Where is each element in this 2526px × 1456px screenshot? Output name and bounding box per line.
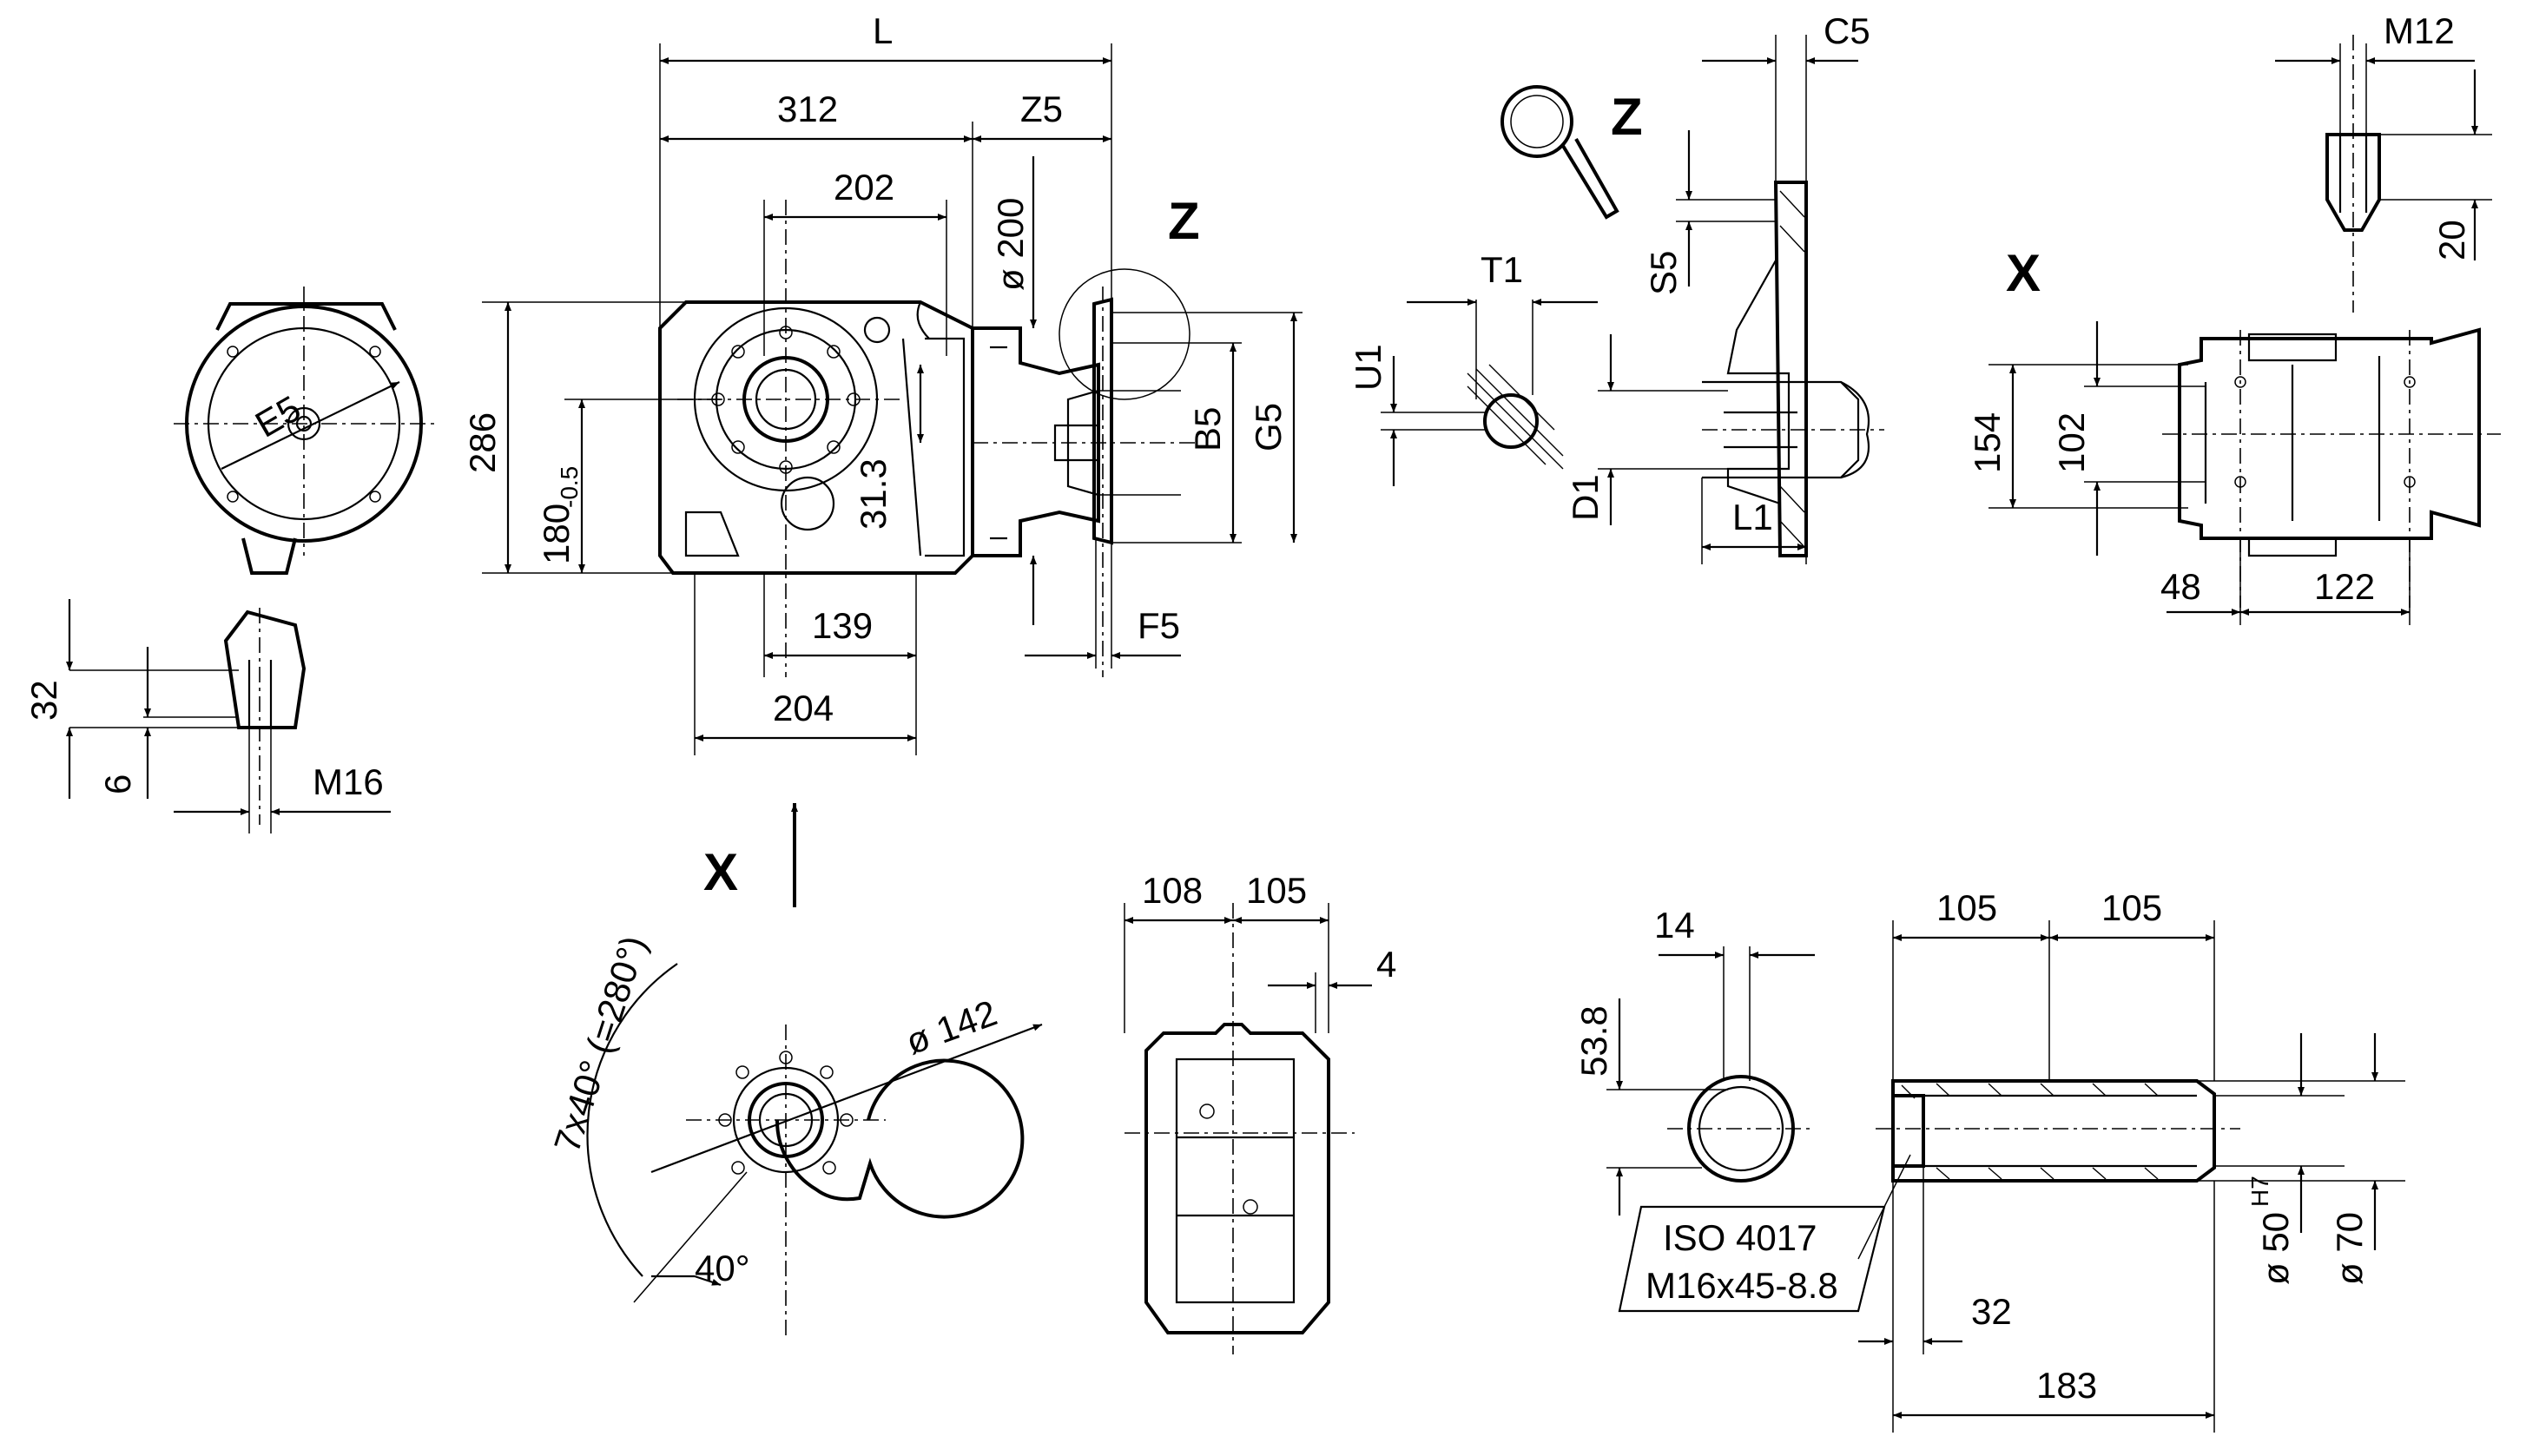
dim-angle40: 40°: [695, 1248, 750, 1288]
iso-label-box: [1618, 1205, 1886, 1313]
bolt-pattern-view: X ø 142 7x40° (=280°) 40°: [546, 803, 1043, 1337]
iso-line-1: ISO 4017: [1663, 1217, 1817, 1258]
dim-4: 4: [1376, 944, 1396, 985]
dim-204: 204: [773, 688, 834, 728]
flange-outline-pattern: [775, 1058, 1025, 1219]
dim-Z5: Z5: [1020, 89, 1063, 129]
dim-102: 102: [2051, 412, 2092, 473]
shaft-section-view: 14 53.8 105 105 ø 50 H7 ø 70 ISO 401: [1573, 887, 2405, 1433]
gearbox-housing: [658, 300, 974, 575]
dim-G5: G5: [1248, 403, 1289, 451]
dim-202: 202: [834, 167, 894, 208]
m16-label: M16: [313, 761, 384, 802]
dim-6: 6: [97, 774, 138, 794]
iso-line-2: M16x45-8.8: [1646, 1265, 1838, 1306]
dim-105-a: 105: [1936, 887, 1997, 928]
m12-thread-detail: M12 20: [2275, 10, 2492, 313]
main-front-view: L 312 Z5 202 ø 200 286 180 -0.5 31.3 B5 …: [462, 10, 1303, 755]
detail-z-circle: [1059, 268, 1190, 400]
view-label-z-main: Z: [1168, 192, 1200, 250]
dim-dia70: ø 70: [2329, 1212, 2370, 1285]
view-label-x-detail: X: [2006, 244, 2041, 302]
dim-105-b: 105: [2101, 887, 2162, 928]
x-view: X 154 102 48 122: [1967, 244, 2501, 625]
dim-dia142: ø 142: [900, 992, 1002, 1063]
dim-L1: L1: [1732, 497, 1773, 537]
dim-C5: C5: [1824, 10, 1870, 51]
dim-L: L: [873, 10, 893, 51]
dim-32-left: 32: [23, 680, 64, 721]
dim-F5: F5: [1138, 605, 1180, 646]
dim-122: 122: [2314, 566, 2375, 607]
dim-S5: S5: [1643, 251, 1684, 295]
dim-53-8: 53.8: [1573, 1005, 1614, 1077]
dim-dia50: ø 50: [2255, 1212, 2296, 1285]
dim-154: 154: [1967, 412, 2008, 473]
dim-U1: U1: [1348, 344, 1388, 391]
dim-48: 48: [2160, 566, 2201, 607]
dim-D1: D1: [1565, 474, 1606, 521]
key-detail-t1-u1: T1 U1: [1348, 249, 1598, 486]
dim-14: 14: [1654, 905, 1695, 945]
dim-139: 139: [812, 605, 873, 646]
dim-20: 20: [2431, 220, 2472, 260]
dim-286: 286: [462, 412, 503, 473]
dim-31-3: 31.3: [853, 458, 894, 530]
dim-105-top: 105: [1246, 870, 1307, 911]
dim-B5: B5: [1187, 407, 1228, 451]
dim-dia200: ø 200: [990, 198, 1031, 291]
detail-z-view: Z C5 S5 D1 L1: [1500, 10, 1884, 564]
dim-183: 183: [2036, 1365, 2097, 1406]
flange-section: [1773, 181, 1808, 557]
top-view-housing: [1144, 1023, 1330, 1334]
dim-T1: T1: [1481, 249, 1523, 290]
top-view: 108 105 4: [1124, 870, 1396, 1354]
dim-M12: M12: [2384, 10, 2455, 51]
e5-dimension-line: [221, 381, 400, 470]
magnifier-icon: [1500, 85, 1573, 158]
view-label-x-arrow: X: [703, 843, 738, 901]
dim-180: 180: [536, 504, 577, 564]
dim-312: 312: [777, 89, 838, 129]
dim-108: 108: [1142, 870, 1203, 911]
left-thread-detail: 32 6 M16: [23, 599, 391, 833]
left-end-view: E5: [174, 287, 434, 575]
dim-angle-pattern: 7x40° (=280°): [546, 931, 655, 1157]
e5-label: E5: [248, 387, 307, 445]
dim-180-tolerance: -0.5: [556, 466, 583, 508]
view-label-z-detail: Z: [1611, 88, 1643, 146]
dim-dia50-fit: H7: [2246, 1176, 2273, 1207]
dim-32-shaft: 32: [1971, 1291, 2012, 1332]
